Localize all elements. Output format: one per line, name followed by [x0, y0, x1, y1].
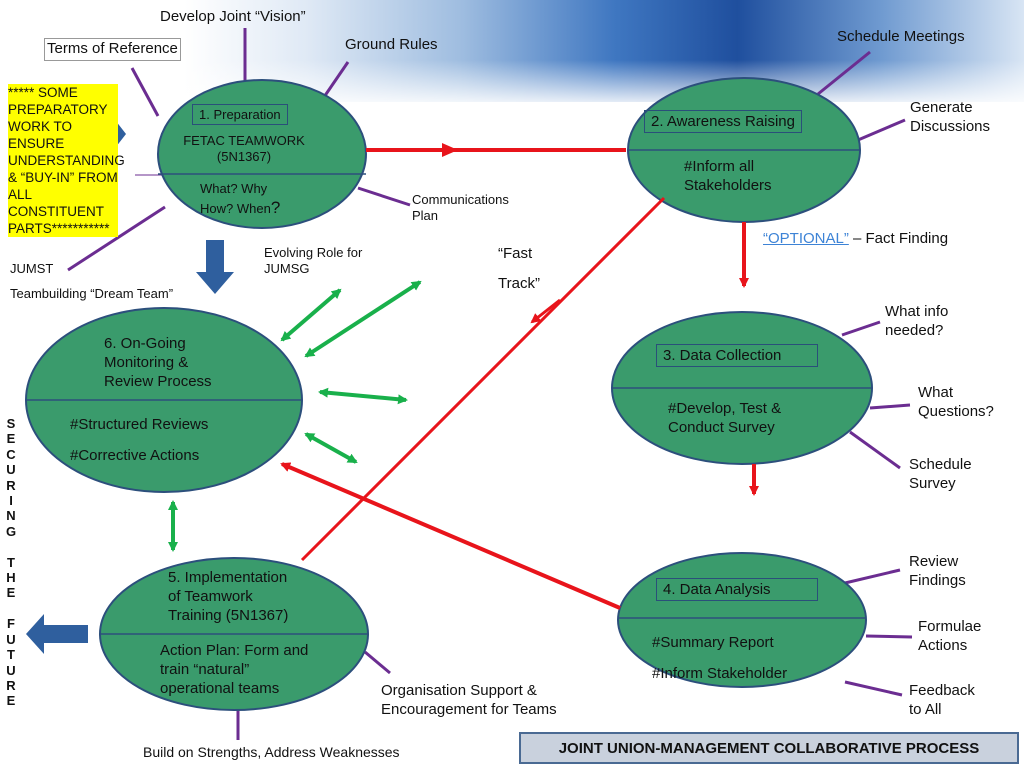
connector-review-findings: [844, 568, 901, 585]
green-arrow-4: [304, 432, 358, 464]
connector-schedule-meetings: [817, 50, 871, 96]
feedback-label: Feedback to All: [909, 682, 975, 718]
green-arrow-2: [304, 280, 422, 358]
optional-fact-finding: “OPTIONAL” – Fact Finding: [763, 230, 949, 247]
ellipse-data-analysis: [617, 552, 867, 688]
build-strengths-label: Build on Strengths, Address Weaknesses: [143, 744, 400, 760]
implementation-title: 5. Implementation of Teamwork Training (…: [168, 569, 289, 624]
data-collection-body: #Develop, Test & Conduct Survey: [668, 400, 782, 436]
blue-arrow-down: [196, 240, 234, 294]
connector-jumst: [67, 205, 166, 272]
connector-formulae-actions: [865, 634, 913, 639]
what-info-label: What info needed?: [885, 303, 949, 339]
ellipse-group: [25, 77, 873, 711]
preparatory-note: ***** SOME PREPARATORY WORK TO ENSURE UN…: [8, 84, 125, 237]
data-analysis-title: 4. Data Analysis: [656, 578, 818, 601]
green-double-arrows: [168, 280, 422, 552]
footer-title: JOINT UNION-MANAGEMENT COLLABORATIVE PRO…: [558, 739, 980, 757]
preparation-questions: What? Why How? When?: [200, 181, 281, 218]
purple-connectors: [67, 28, 913, 740]
blue-arrow-left: [26, 614, 88, 654]
connector-what-info: [841, 320, 881, 337]
securing-the-future-vertical: S E C U R I N G T H E F U T U R E: [5, 416, 17, 709]
connector-what-questions: [869, 403, 911, 410]
teambuilding-label: Teambuilding “Dream Team”: [10, 286, 174, 301]
schedule-survey-label: Schedule Survey: [909, 456, 972, 492]
awareness-title: 2. Awareness Raising: [644, 110, 802, 133]
terms-of-reference-label: Terms of Reference: [44, 38, 181, 61]
connector-generate-discussions: [857, 118, 906, 142]
data-analysis-inform: #Inform Stakeholder: [652, 665, 788, 682]
fast-track-label: “Fast Track”: [498, 245, 540, 292]
footer-title-box: JOINT UNION-MANAGEMENT COLLABORATIVE PRO…: [519, 732, 1019, 764]
awareness-body: #Inform all Stakeholders: [684, 158, 772, 194]
arrow-analysis-to-monitoring: [280, 462, 621, 610]
monitoring-title: 6. On-Going Monitoring & Review Process: [104, 335, 212, 390]
vision-label: Develop Joint “Vision”: [160, 8, 306, 25]
org-support-label: Organisation Support & Encouragement for…: [381, 682, 557, 718]
review-findings-label: Review Findings: [909, 553, 966, 589]
fast-track-arrowhead: [530, 298, 561, 324]
schedule-meetings-label: Schedule Meetings: [837, 28, 965, 45]
what-questions-label: What Questions?: [918, 384, 994, 420]
connector-feedback: [844, 680, 903, 697]
monitoring-corrective-actions: #Corrective Actions: [70, 447, 200, 464]
jumst-label: JUMST: [10, 261, 54, 276]
data-analysis-summary: #Summary Report: [652, 634, 774, 651]
ellipse-preparation: [157, 79, 367, 229]
optional-link[interactable]: “OPTIONAL”: [763, 230, 849, 247]
evolving-role-label: Evolving Role for JUMSG: [264, 245, 363, 277]
green-arrow-1: [280, 288, 342, 342]
generate-discussions-label: Generate Discussions: [910, 99, 991, 135]
connector-communications: [357, 186, 411, 207]
red-flow-arrows: [280, 143, 759, 610]
connector-org-support: [364, 650, 391, 675]
green-arrow-3: [318, 387, 408, 405]
formulae-actions-label: Formulae Actions: [918, 618, 982, 654]
fast-track-line: [300, 196, 666, 562]
preparation-fetac: FETAC TEAMWORK (5N1367): [183, 133, 305, 165]
connector-schedule-survey: [849, 430, 901, 470]
preparation-title: 1. Preparation: [192, 104, 288, 125]
connector-terms: [130, 67, 160, 117]
ground-rules-label: Ground Rules: [345, 36, 438, 53]
data-collection-title: 3. Data Collection: [656, 344, 818, 367]
monitoring-structured-reviews: #Structured Reviews: [70, 416, 209, 433]
implementation-body: Action Plan: Form and train “natural” op…: [160, 642, 309, 697]
connector-ground-rules: [320, 61, 350, 101]
communications-plan-label: Communications Plan: [412, 192, 509, 224]
